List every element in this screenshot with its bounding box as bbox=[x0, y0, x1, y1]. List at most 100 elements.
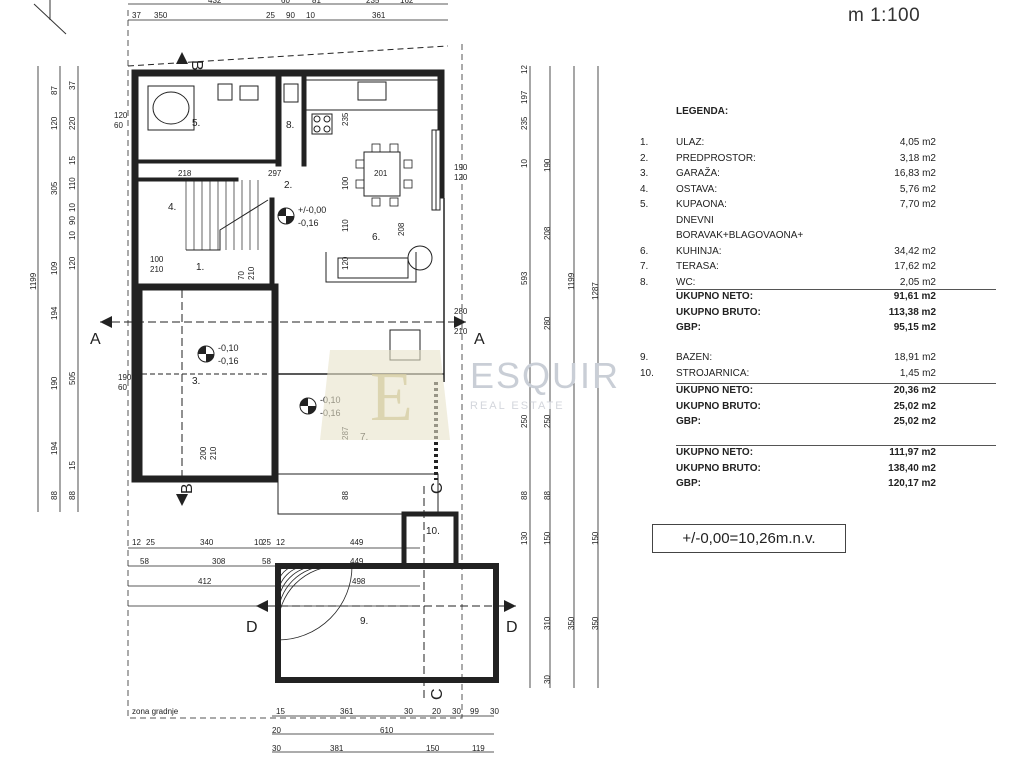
dimension-label: 25 bbox=[262, 538, 271, 547]
legend-room-name: ULAZ: bbox=[676, 137, 705, 148]
legend-room-name: STROJARNICA: bbox=[676, 367, 750, 379]
dimension-label: 340 bbox=[200, 538, 214, 547]
dimension-label: 88 bbox=[520, 491, 529, 500]
room-number: 2. bbox=[284, 180, 292, 191]
dimension-label: 120 bbox=[50, 116, 59, 130]
construction-zone-boundary bbox=[127, 10, 463, 719]
dimension-label: 210 bbox=[209, 446, 218, 460]
legend-row: 10.STROJARNICA:1,45 m2 bbox=[640, 368, 940, 382]
dimension-label: 235 bbox=[341, 112, 350, 126]
dimension-label: 150 bbox=[591, 531, 600, 545]
legend-row: 1.ULAZ:4,05 m2 bbox=[640, 137, 940, 151]
dimension-label: 505 bbox=[68, 371, 77, 385]
section-arrow-b bbox=[176, 52, 188, 64]
dimension-label: 150 bbox=[426, 744, 440, 753]
dimension-label: 449 bbox=[350, 557, 364, 566]
dining-chair bbox=[371, 197, 381, 207]
dimension-label: 88 bbox=[50, 491, 59, 500]
legend-room-area: 7,70 m2 bbox=[899, 199, 936, 210]
dimension-label: 12 bbox=[276, 538, 285, 547]
legend-room-name: GBP: bbox=[676, 416, 701, 427]
legend-divider bbox=[676, 383, 996, 384]
dimension-label: 25 bbox=[146, 538, 155, 547]
dimension-label: 250 bbox=[543, 414, 552, 428]
scale-label: m 1:100 bbox=[848, 5, 921, 26]
legend-room-area: 3,18 m2 bbox=[899, 152, 936, 164]
dimension-label: 37 bbox=[68, 81, 77, 90]
dimension-label: 297 bbox=[268, 169, 282, 178]
kitchen-counter bbox=[305, 79, 441, 111]
section-arrow-a bbox=[454, 316, 466, 328]
dimension-label: 162 bbox=[400, 0, 414, 5]
dimension-label: 60 bbox=[118, 383, 127, 392]
watermark-logo: E bbox=[320, 340, 460, 455]
terrace-step bbox=[277, 473, 439, 515]
legend-room-area: 34,42 m2 bbox=[894, 245, 936, 257]
dimension-label: 10 bbox=[306, 11, 315, 20]
elevation-reference: +/-0,00=10,26m.n.v. bbox=[652, 524, 846, 553]
dimension-label: 200 bbox=[199, 446, 208, 460]
dimension-label: 1199 bbox=[29, 272, 38, 290]
legend-room-name: UKUPNO BRUTO: bbox=[676, 306, 761, 318]
room-number: 4. bbox=[168, 202, 176, 213]
level-marker-fill bbox=[198, 346, 214, 362]
room-number: 5. bbox=[192, 118, 200, 129]
section-label-a: A bbox=[474, 331, 485, 348]
dining-chair bbox=[355, 159, 365, 169]
dimension-label: 210 bbox=[150, 265, 164, 274]
legend-row: GBP:95,15 m2 bbox=[640, 322, 940, 336]
legend-room-name: UKUPNO BRUTO: bbox=[676, 462, 761, 474]
dimension-label: 15 bbox=[68, 156, 77, 165]
legend-divider bbox=[676, 289, 996, 290]
room-number: 6. bbox=[372, 232, 380, 243]
dimension-label: 37 bbox=[132, 11, 141, 20]
dimension-label: 190 bbox=[543, 158, 552, 172]
building-wall bbox=[131, 475, 279, 483]
dimension-label: 60 bbox=[281, 0, 290, 5]
legend-room-name: GARAŽA: bbox=[676, 168, 720, 179]
legend-row: 9.BAZEN:18,91 m2 bbox=[640, 352, 940, 366]
legend-room-number: 6. bbox=[640, 245, 649, 257]
stove bbox=[311, 113, 333, 135]
dining-chair bbox=[389, 197, 399, 207]
building-wall bbox=[271, 283, 279, 483]
construction-zone-label: zona gradnje bbox=[132, 707, 179, 716]
pool-steps bbox=[277, 565, 309, 597]
dimension-label: 119 bbox=[472, 744, 485, 753]
dimension-label: 88 bbox=[68, 491, 77, 500]
legend-room-name: TERASA: bbox=[676, 261, 719, 272]
dimension-label: 235 bbox=[366, 0, 380, 5]
interior-wall bbox=[137, 159, 277, 164]
legend-divider bbox=[676, 445, 996, 446]
dimension-label: 190 bbox=[118, 373, 132, 382]
dimension-label: 449 bbox=[350, 538, 364, 547]
legend-row: DNEVNI bbox=[640, 215, 940, 229]
technical-room-wall bbox=[401, 511, 459, 569]
dimension-label: 60 bbox=[114, 121, 123, 130]
stove-burner bbox=[313, 125, 321, 133]
room-number: 8. bbox=[286, 120, 294, 131]
dimension-label: 220 bbox=[68, 116, 77, 130]
legend-row: 2.PREDPROSTOR:3,18 m2 bbox=[640, 153, 940, 167]
section-label-b: B bbox=[188, 60, 205, 71]
legend-room-name: GBP: bbox=[676, 322, 701, 333]
dimension-label: 10 bbox=[68, 231, 77, 240]
level-marker-fill bbox=[278, 208, 294, 224]
dimension-label: 30 bbox=[490, 707, 499, 716]
section-arrow-d bbox=[504, 600, 516, 612]
dimension-label: 210 bbox=[247, 266, 256, 280]
interior-wall bbox=[269, 197, 275, 289]
legend-room-number: 3. bbox=[640, 168, 649, 179]
legend-room-area: 25,02 m2 bbox=[893, 416, 936, 427]
dimension-label: 235 bbox=[520, 116, 529, 130]
dimension-label: 280 bbox=[454, 307, 468, 316]
watermark-subtext: REAL ESTATE bbox=[470, 400, 565, 412]
room-number: 1. bbox=[196, 262, 204, 273]
dimension-label: 305 bbox=[50, 181, 59, 195]
dimension-label: 30 bbox=[404, 707, 413, 716]
dimension-label: 87 bbox=[50, 86, 59, 95]
plant bbox=[407, 245, 433, 271]
interior-wall bbox=[275, 75, 282, 167]
dimension-label: 20 bbox=[272, 726, 281, 735]
